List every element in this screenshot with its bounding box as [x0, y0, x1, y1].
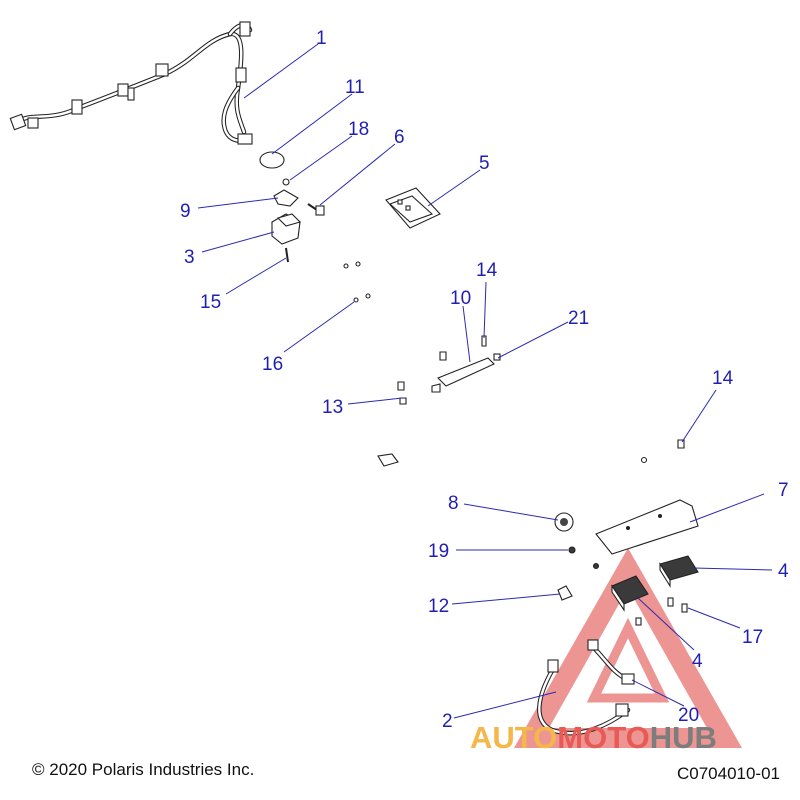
callout-7: 7 [778, 480, 789, 501]
screw [343, 263, 349, 269]
callout-numbers: 1 11 18 6 5 9 3 15 16 14 10 21 13 14 7 8… [180, 28, 789, 732]
callout-18: 18 [348, 119, 369, 140]
callout-10: 10 [450, 288, 471, 309]
pin-15 [285, 247, 289, 263]
svg-text:AUTOMOTOHUB: AUTOMOTOHUB [470, 720, 717, 755]
small-bolt [282, 178, 290, 186]
mounting-plate-10 [437, 357, 495, 387]
sub-harness [537, 639, 635, 736]
grommet-13 [399, 397, 407, 405]
ecu-module [385, 187, 441, 229]
clip-19 [568, 546, 576, 554]
sensor-6 [307, 203, 325, 216]
screw [365, 293, 371, 299]
callout-4b: 4 [692, 651, 703, 672]
grommet-13 [397, 381, 405, 391]
relay-3 [271, 213, 302, 245]
screw [431, 383, 441, 393]
watermark-moto: MOTO [557, 720, 649, 755]
bracket-plate-7 [595, 499, 699, 555]
callout-20: 20 [678, 705, 699, 726]
callout-11: 11 [345, 77, 365, 98]
sensor-12 [557, 585, 573, 601]
callout-17: 17 [742, 627, 763, 648]
module-4-lower [611, 575, 649, 612]
screw [635, 617, 642, 626]
callout-2: 2 [442, 711, 453, 732]
screw [353, 297, 359, 303]
callout-5: 5 [479, 153, 490, 174]
callout-19: 19 [428, 541, 449, 562]
module-4-upper [659, 555, 699, 588]
figure-code: C0704010-01 [676, 764, 780, 783]
leader-lines [197, 43, 773, 719]
screw [640, 456, 648, 464]
callout-13: 13 [322, 397, 343, 418]
callout-14: 14 [476, 260, 498, 281]
callout-3: 3 [184, 247, 195, 268]
screw [355, 261, 361, 267]
bolt-14 [481, 335, 487, 347]
connector [377, 453, 399, 467]
callout-9: 9 [180, 201, 191, 222]
callout-16: 16 [262, 354, 283, 375]
callout-21: 21 [568, 308, 589, 329]
callout-6: 6 [394, 127, 405, 148]
callout-8: 8 [448, 493, 459, 514]
callout-14b: 14 [712, 368, 734, 389]
callout-12: 12 [428, 596, 449, 617]
bracket-9 [273, 189, 299, 207]
clip [592, 562, 600, 570]
callout-15: 15 [200, 292, 221, 313]
fastener-17 [667, 597, 688, 613]
callout-1: 1 [316, 28, 327, 49]
screw [439, 351, 447, 361]
watermark-hub: HUB [650, 720, 717, 755]
tie-strap [259, 151, 285, 169]
wiring-harness [9, 21, 253, 145]
watermark-logo [514, 548, 742, 748]
watermark-text: AUTOMOTOHUB [470, 720, 717, 755]
copyright-text: © 2020 Polaris Industries Inc. [32, 760, 255, 779]
callout-4a: 4 [778, 561, 789, 582]
watermark-auto: AUTO [470, 720, 557, 755]
